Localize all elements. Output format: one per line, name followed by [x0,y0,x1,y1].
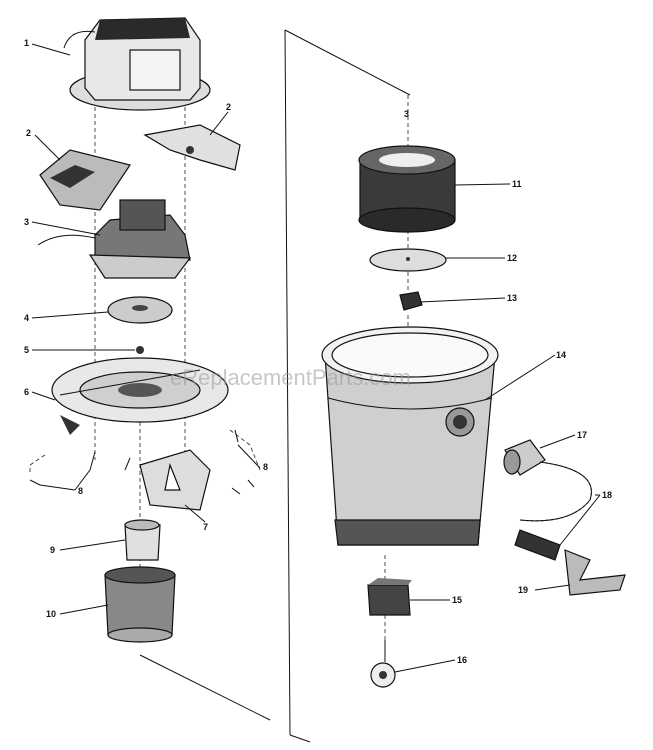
float-cage-part [104,566,176,643]
callout-8-right: 8 [263,462,268,472]
sleeve-part [124,519,161,561]
switch-cover-right-part [143,124,241,171]
callout-15: 15 [452,595,462,605]
callout-2-left: 2 [26,128,31,138]
callout-13: 13 [507,293,517,303]
nut-part [136,346,144,354]
callout-9: 9 [50,545,55,555]
filter-disc-part [369,248,447,272]
switch-cover-left-part [39,149,131,211]
motor-cover-part [63,17,211,111]
hose-cuff-part [503,439,546,476]
callout-6: 6 [24,387,29,397]
lid-plate-part [51,357,229,435]
impeller-disc-part [107,296,173,324]
callout-7: 7 [203,522,208,532]
caster-wheel-part [370,640,396,688]
collection-tank-part [321,326,499,546]
callout-8-left: 8 [78,486,83,496]
floor-nozzle-part [564,549,626,596]
callout-14: 14 [556,350,566,360]
panel-divider [139,29,411,743]
cage-nut-part [399,291,423,311]
callout-19: 19 [518,585,528,595]
callout-18: 18 [602,490,612,500]
screw-parts [29,429,255,495]
callout-10: 10 [46,609,56,619]
callout-16: 16 [457,655,467,665]
callout-11: 11 [512,179,522,189]
hose-part [514,461,592,561]
deflector-part [139,449,211,511]
cartridge-filter-part [358,145,456,233]
callout-5: 5 [24,345,29,355]
watermark-text: eReplacementParts.com [170,365,411,390]
callout-labels: 1 2 2 3 3 4 5 6 7 8 8 9 10 11 12 13 14 1… [24,38,612,665]
callout-12: 12 [507,253,517,263]
caster-holder-part [367,578,412,616]
callout-3-right: 3 [404,109,409,119]
callout-3: 3 [24,217,29,227]
callout-2-right: 2 [226,102,231,112]
callout-17: 17 [577,430,587,440]
motor-assembly-part [37,199,192,279]
callout-4: 4 [24,313,29,323]
callout-1: 1 [24,38,29,48]
leader-lines [31,43,601,673]
